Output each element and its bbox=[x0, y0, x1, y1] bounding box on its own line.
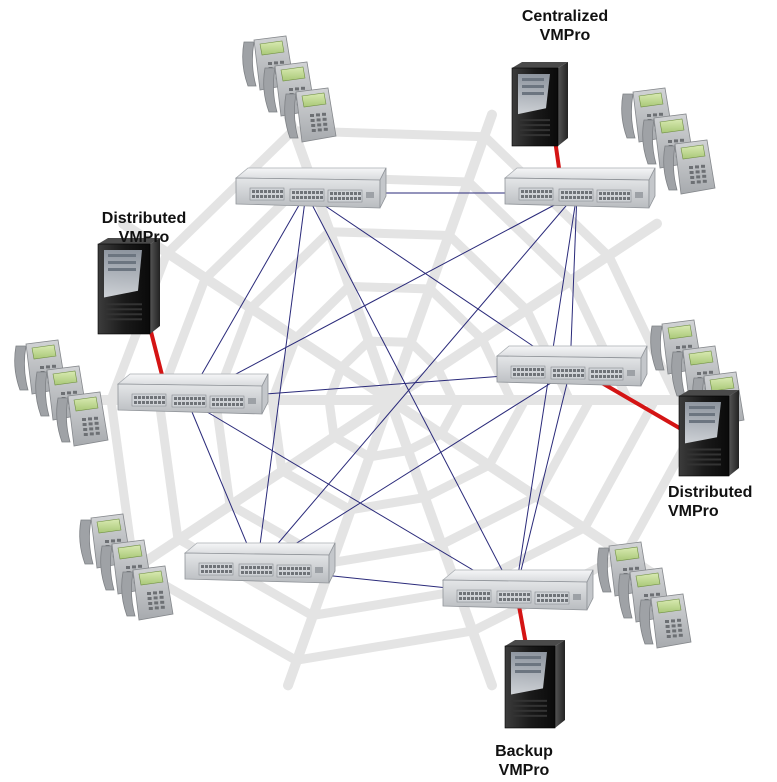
server-distributed-right bbox=[678, 390, 739, 477]
mesh-link bbox=[256, 192, 578, 569]
mesh-link bbox=[514, 192, 578, 596]
switch-top-right bbox=[503, 167, 656, 209]
mesh-link bbox=[186, 192, 578, 401]
server-tower-icon bbox=[504, 640, 565, 729]
network-switch-icon bbox=[495, 345, 648, 387]
mesh-link bbox=[186, 399, 516, 596]
phones-mid-left bbox=[14, 339, 109, 447]
mesh-link bbox=[186, 192, 307, 401]
phones-top-right bbox=[621, 87, 716, 195]
label-backup-vmpro: Backup VMPro bbox=[495, 743, 553, 779]
server-tower-icon bbox=[97, 238, 160, 335]
web-spoke bbox=[118, 395, 395, 582]
web-spoke bbox=[283, 395, 395, 691]
switch-mid-right bbox=[495, 345, 648, 387]
phones-bottom-right bbox=[597, 541, 692, 649]
server-distributed-left bbox=[97, 238, 160, 335]
mesh-link bbox=[256, 370, 571, 569]
label-centralized-vmpro: Centralized VMPro bbox=[521, 8, 609, 44]
server-centralized bbox=[511, 62, 568, 147]
label-distributed-vmpro-right: Distributed VMPro bbox=[668, 484, 753, 520]
switches bbox=[116, 167, 656, 611]
web-spoke bbox=[385, 109, 497, 405]
phone-groups bbox=[14, 35, 745, 649]
network-switch-icon bbox=[183, 542, 336, 584]
switch-bottom-left bbox=[183, 542, 336, 584]
mesh-link bbox=[186, 399, 258, 569]
phones-top-left bbox=[242, 35, 337, 143]
desk-phone-icon bbox=[663, 139, 716, 195]
label-distributed-vmpro-left: Distributed VMPro bbox=[101, 210, 187, 246]
desk-phone-icon bbox=[121, 565, 174, 621]
mesh-link bbox=[305, 192, 516, 596]
phones-bottom-left bbox=[79, 513, 174, 621]
server-link bbox=[600, 381, 690, 435]
web-ring bbox=[267, 281, 529, 515]
server-backup bbox=[504, 640, 565, 729]
server-tower-icon bbox=[678, 390, 739, 477]
server-tower-icon bbox=[511, 62, 568, 147]
network-switch-icon bbox=[116, 373, 269, 415]
mesh-link bbox=[305, 192, 571, 372]
network-switch-icon bbox=[503, 167, 656, 209]
switch-mid-left bbox=[116, 373, 269, 415]
servers bbox=[97, 62, 739, 729]
switch-bottom-right bbox=[441, 569, 594, 611]
desk-phone-icon bbox=[284, 87, 337, 143]
web-ring bbox=[324, 336, 464, 462]
network-switch-icon bbox=[234, 167, 387, 209]
mesh-link bbox=[514, 370, 571, 596]
mesh-link bbox=[256, 192, 307, 569]
desk-phone-icon bbox=[639, 593, 692, 649]
network-switch-icon bbox=[441, 569, 594, 611]
mesh-links bbox=[186, 192, 578, 596]
mesh-link bbox=[569, 192, 578, 372]
switch-top-left bbox=[234, 167, 387, 209]
desk-phone-icon bbox=[56, 391, 109, 447]
